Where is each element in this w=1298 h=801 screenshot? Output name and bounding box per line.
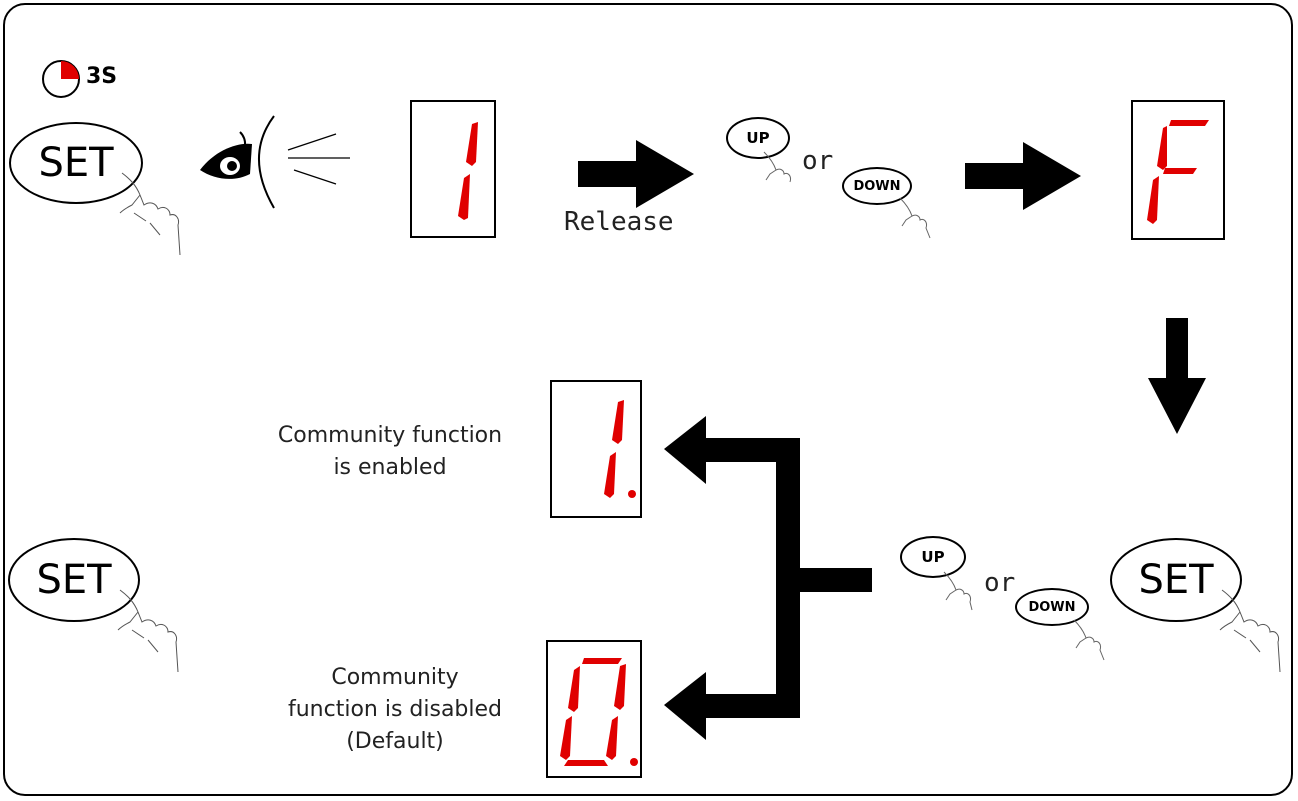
pointing-hand-icon — [119, 172, 181, 256]
pointing-hand-small-icon — [943, 571, 973, 611]
down-arrow-icon — [1148, 318, 1206, 434]
or-label-bottom: or — [984, 568, 1016, 598]
or-label-top: or — [802, 146, 834, 176]
disabled-label: Community function is disabled (Default) — [250, 662, 540, 758]
release-label: Release — [564, 207, 674, 237]
seven-segment-digit-1 — [458, 122, 478, 220]
timer-icon — [42, 60, 80, 98]
pointing-hand-icon — [117, 589, 179, 673]
display-second: F — [1131, 100, 1225, 240]
right-arrow-icon — [965, 142, 1081, 210]
pointing-hand-icon — [1219, 589, 1281, 673]
right-arrow-icon — [578, 140, 694, 208]
set-button-top[interactable]: SET — [9, 122, 143, 204]
set-button-bottom-right[interactable]: SET — [1110, 538, 1242, 622]
disabled-label-line1: Community — [331, 665, 459, 690]
set-button-bottom-left[interactable]: SET — [8, 538, 140, 622]
display-enabled: 1. — [550, 380, 642, 518]
enabled-label-line2: is enabled — [333, 455, 447, 480]
enabled-label: Community function is enabled — [230, 420, 550, 484]
pointing-hand-small-icon — [899, 197, 931, 239]
pointing-hand-small-icon — [763, 151, 791, 183]
disabled-label-line2: function is disabled — [287, 697, 503, 722]
seven-segment-letter-f — [1147, 120, 1209, 224]
timer-label: 3S — [86, 64, 118, 89]
up-button-bottom[interactable]: UP — [900, 536, 966, 578]
eye-icon — [200, 115, 350, 209]
enabled-label-line1: Community function — [277, 423, 503, 448]
pointing-hand-small-icon — [1073, 619, 1105, 661]
up-button-top[interactable]: UP — [726, 117, 790, 159]
down-button-bottom[interactable]: DOWN — [1015, 588, 1089, 626]
seven-segment-digit-0-dot — [560, 658, 638, 766]
seven-segment-digit-1-dot — [604, 400, 636, 498]
disabled-label-line3: (Default) — [346, 729, 444, 754]
display-first: 1 — [410, 100, 496, 238]
display-disabled: 0. — [546, 640, 642, 778]
diagram-frame — [3, 3, 1293, 796]
